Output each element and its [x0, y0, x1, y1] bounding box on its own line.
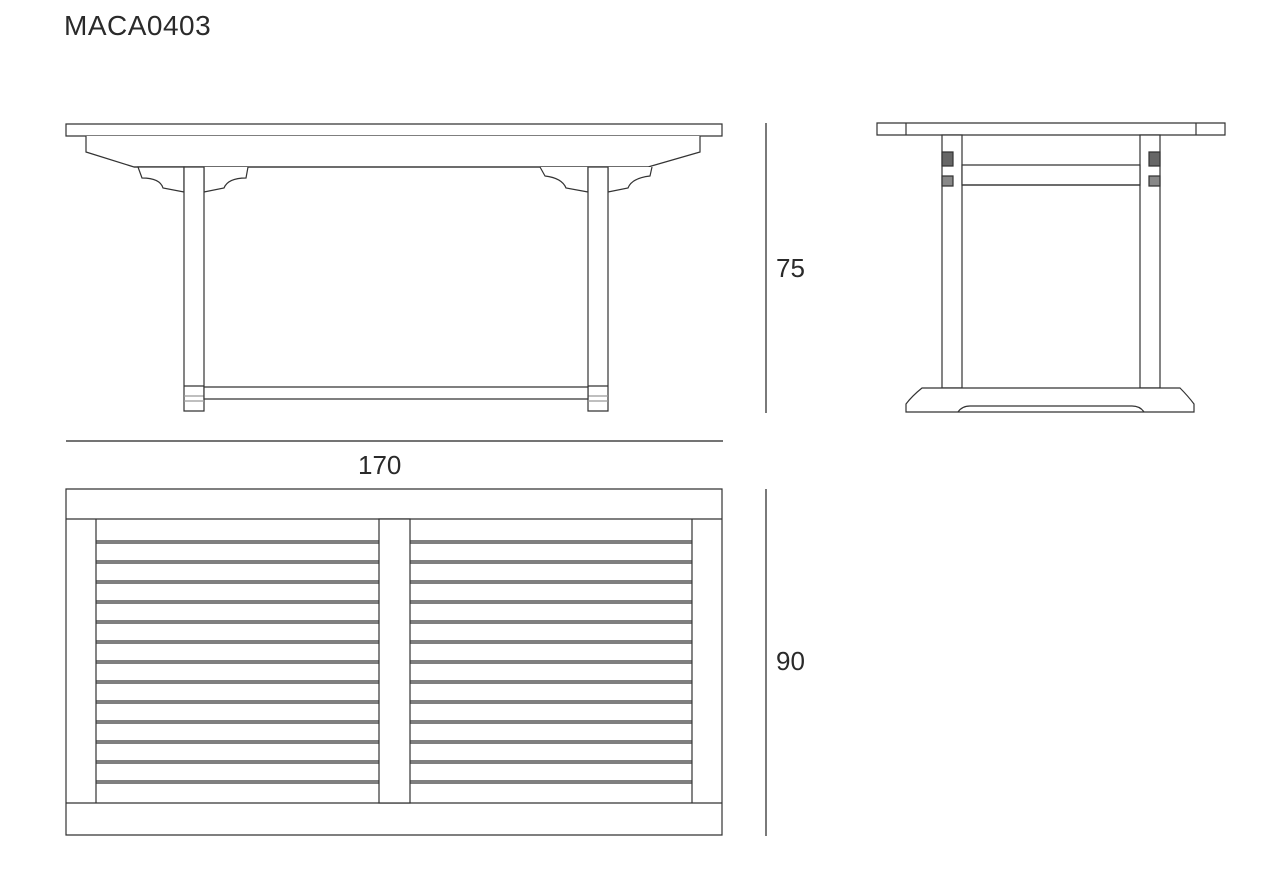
- front-right-bracket: [540, 167, 588, 192]
- width-dimension-label: 170: [358, 450, 402, 480]
- front-left-bracket: [138, 167, 184, 192]
- front-left-bracket-inner: [204, 167, 248, 192]
- side-elevation-view: [877, 123, 1225, 412]
- plan-center-rail: [379, 519, 410, 803]
- side-tabletop: [877, 123, 1225, 135]
- plan-right-slats: [410, 541, 692, 783]
- height-dimension-label: 75: [776, 253, 805, 283]
- top-plan-view: [66, 489, 722, 835]
- side-left-leg: [942, 135, 962, 388]
- side-base-foot: [906, 388, 1194, 412]
- front-right-bracket-inner: [608, 167, 652, 192]
- depth-dimension-label: 90: [776, 646, 805, 676]
- front-right-leg: [588, 167, 608, 411]
- front-apron: [86, 136, 700, 167]
- front-tabletop: [66, 124, 722, 136]
- product-code-title: MACA0403: [64, 10, 212, 41]
- plan-left-slats: [96, 541, 379, 783]
- front-stretcher: [204, 387, 588, 399]
- side-right-leg: [1140, 135, 1160, 388]
- front-left-leg: [184, 167, 204, 411]
- front-elevation-view: [66, 124, 722, 411]
- side-rail: [962, 165, 1140, 185]
